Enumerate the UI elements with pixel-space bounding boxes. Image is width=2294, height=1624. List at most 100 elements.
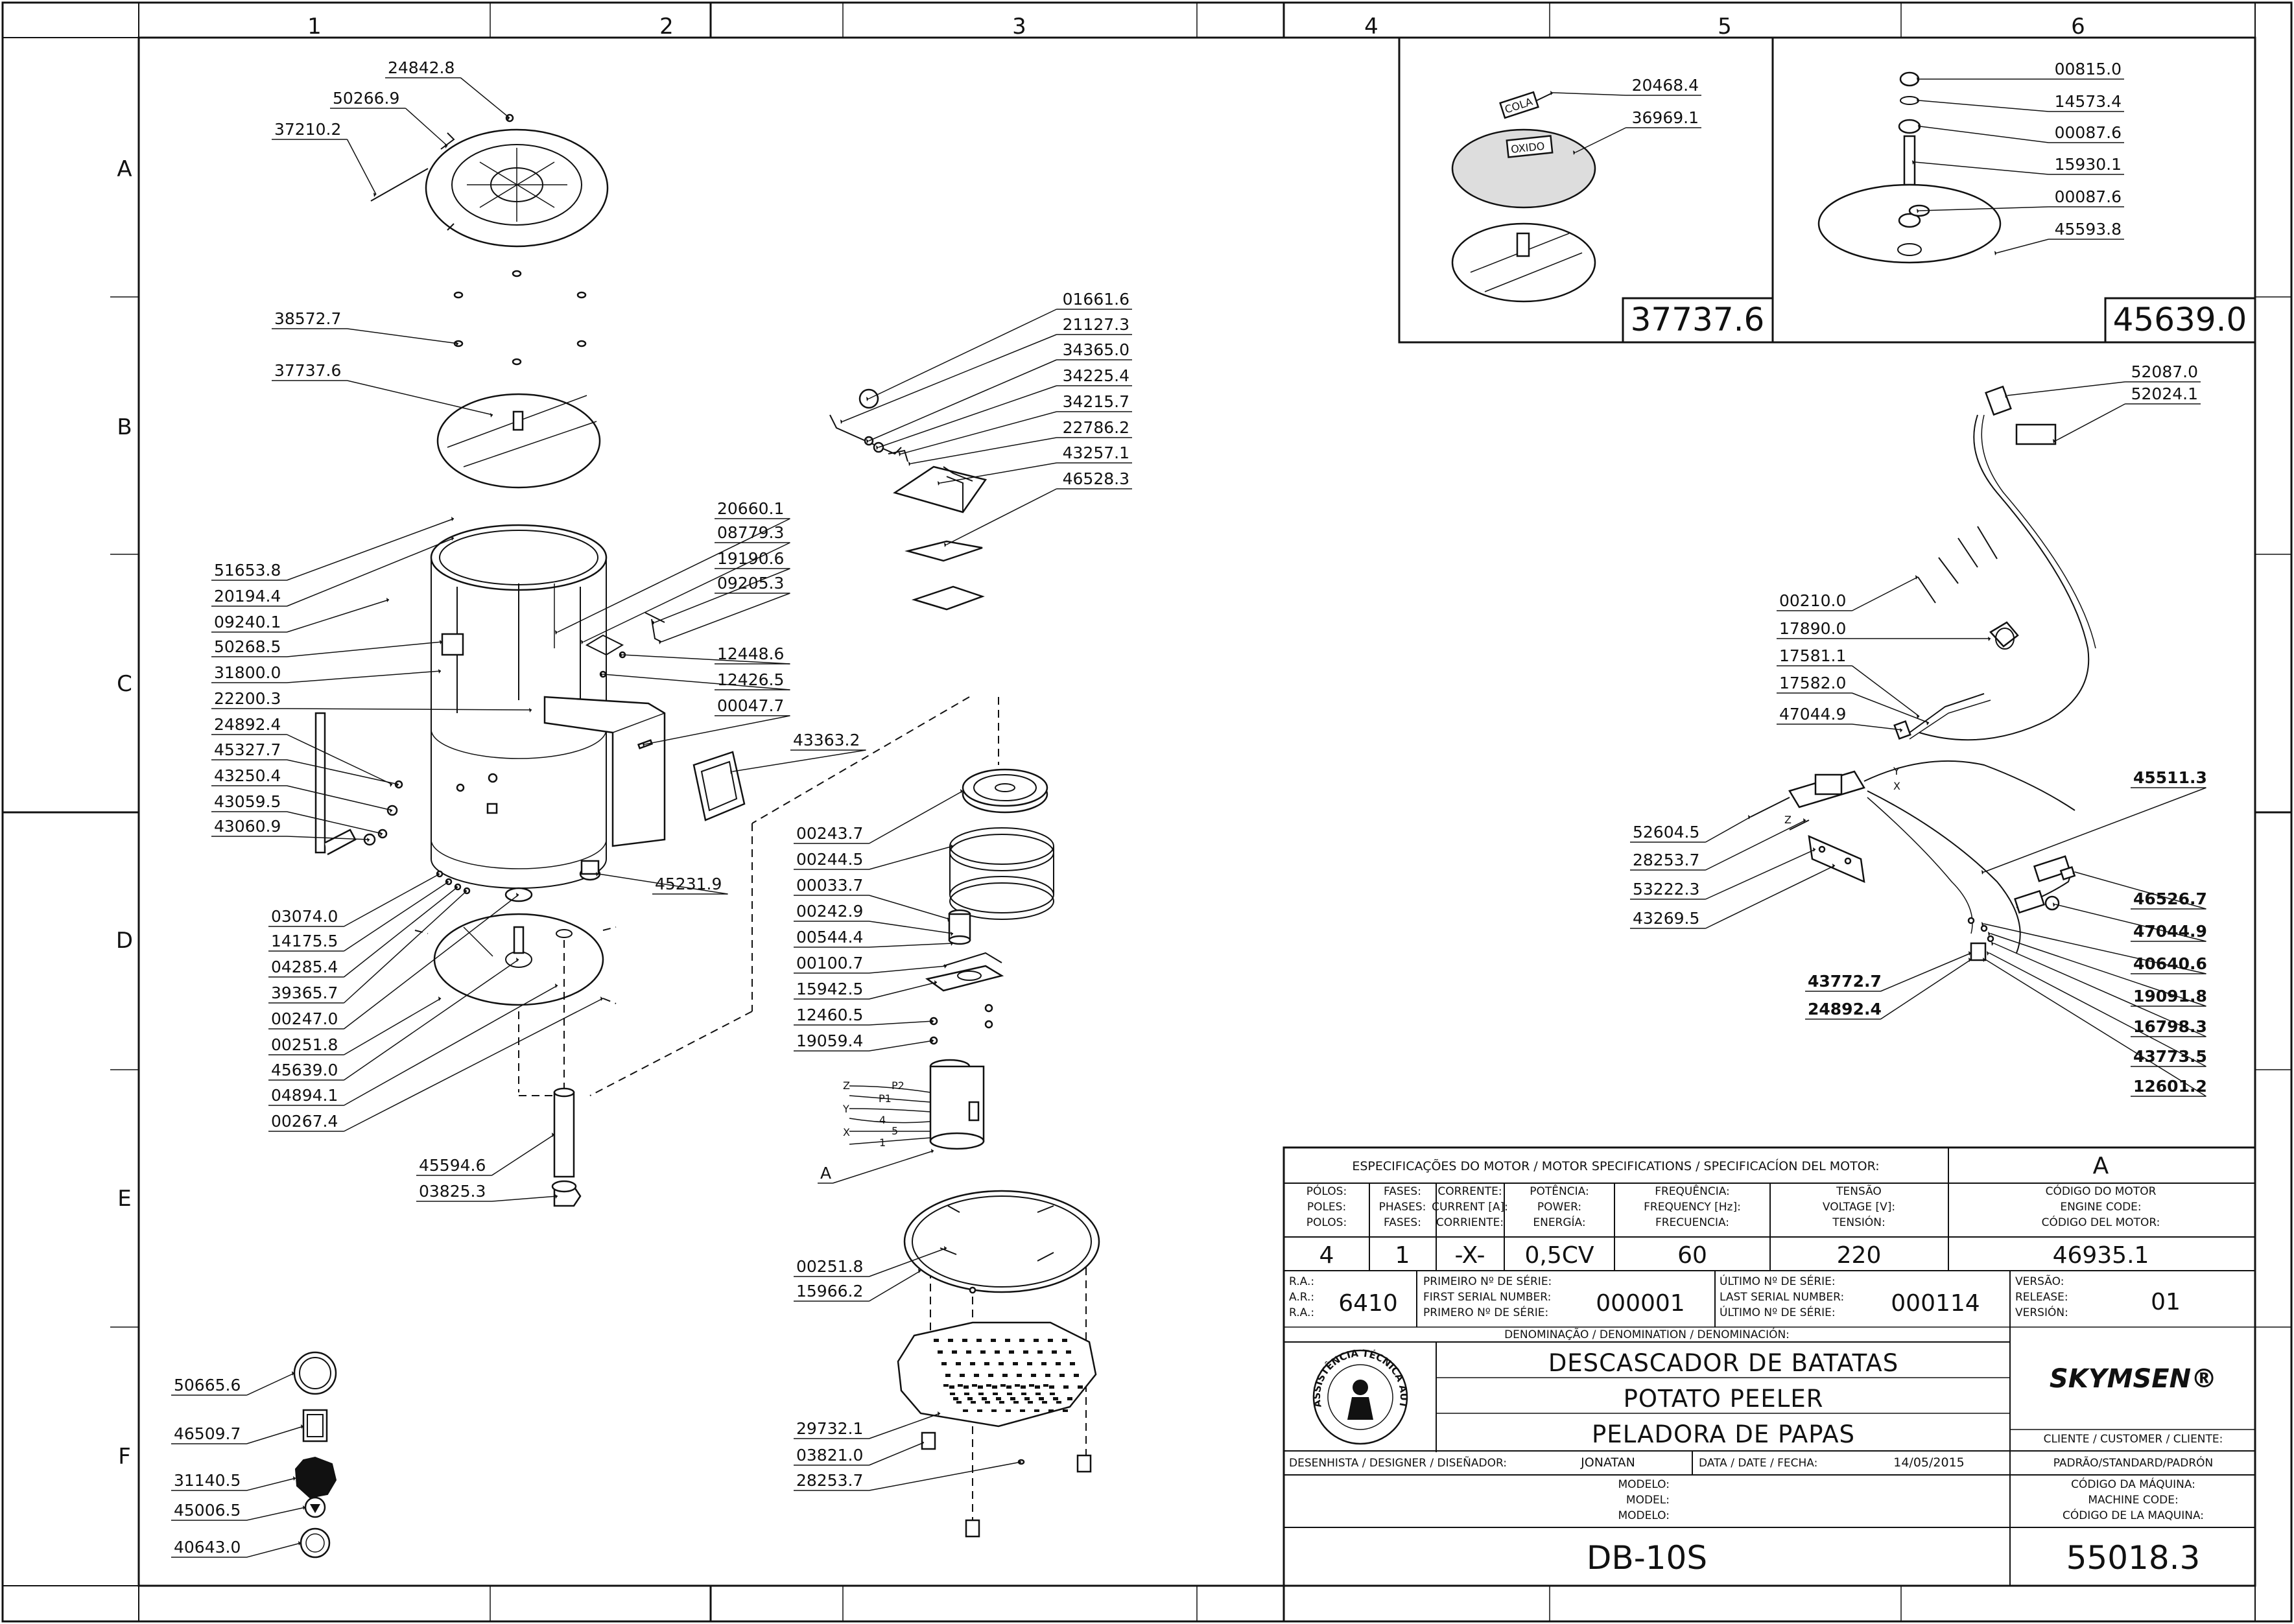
leader-line xyxy=(247,1478,296,1490)
row-label: A xyxy=(117,156,132,182)
machine-code-value: 55018.3 xyxy=(2066,1539,2201,1577)
part-number-label: 47044.9 xyxy=(1779,705,1846,724)
leader-arrow xyxy=(659,640,661,644)
leader-arrow xyxy=(292,1371,294,1376)
part-number-label: 45006.5 xyxy=(174,1501,241,1520)
ra-label: R.A.: xyxy=(1289,1306,1314,1319)
leader-line xyxy=(869,846,954,869)
perforation xyxy=(1010,1397,1015,1400)
spec-label: POLOS: xyxy=(1307,1216,1347,1229)
perforation xyxy=(970,1362,975,1365)
part-number-label: 28253.7 xyxy=(1633,851,1699,869)
lid-part xyxy=(371,115,608,246)
svg-text:ASSISTÊNCIA TÉCNICA AUTORIZADA: ASSISTÊNCIA TÉCNICA AUTORIZADA xyxy=(0,0,1410,1409)
leader-line xyxy=(869,895,951,919)
version-label: RELEASE: xyxy=(2015,1291,2068,1304)
perforation xyxy=(953,1397,958,1400)
part-number-label: 03074.0 xyxy=(271,907,338,926)
first-serial-label: PRIMEIRO Nº DE SÉRIE: xyxy=(1423,1274,1552,1288)
leader-arrow xyxy=(921,1441,924,1445)
leader-line xyxy=(348,139,377,194)
part-number-label: 12460.5 xyxy=(796,1006,863,1024)
part-number-label: 28253.7 xyxy=(796,1471,863,1490)
perforation xyxy=(982,1397,987,1400)
leader-arrow xyxy=(938,481,940,486)
leader-arrow xyxy=(303,1505,305,1510)
perforation xyxy=(1049,1385,1054,1389)
part-number-label: 52604.5 xyxy=(1633,823,1699,841)
part-number-label: 00242.9 xyxy=(796,902,863,921)
perforation xyxy=(1045,1374,1050,1377)
pins-part xyxy=(455,271,585,364)
part-number-label: 37737.6 xyxy=(274,361,341,380)
part-number-label: 53222.3 xyxy=(1633,880,1699,899)
leader-arrow xyxy=(373,193,376,197)
part-number-label: 34225.4 xyxy=(1063,366,1129,385)
part-number-label: 21127.3 xyxy=(1063,315,1129,334)
part-number-label: 52024.1 xyxy=(2131,384,2198,403)
part-number-label: 43059.5 xyxy=(214,792,281,811)
pulley-part xyxy=(950,770,1054,919)
sheet-frame xyxy=(3,3,2291,1621)
perforation xyxy=(996,1397,1001,1400)
perforation xyxy=(1053,1397,1058,1400)
leader-line xyxy=(1997,239,2049,253)
perforation xyxy=(948,1339,953,1342)
part-number-label: 19059.4 xyxy=(796,1031,863,1050)
leader-line xyxy=(1984,924,2206,974)
leader-arrow xyxy=(490,413,493,418)
part-number-label: 00247.0 xyxy=(271,1009,338,1028)
leader-arrow xyxy=(951,941,953,946)
machine-code-label: CÓDIGO DA MÁQUINA: xyxy=(2071,1477,2195,1491)
leader-line xyxy=(1915,162,2049,174)
leader-arrow xyxy=(451,517,454,521)
perforation xyxy=(1034,1409,1039,1412)
perforation xyxy=(1063,1385,1069,1389)
spec-value: 4 xyxy=(1319,1242,1334,1269)
perforation xyxy=(1063,1409,1068,1412)
motor-wire-letter: X xyxy=(843,1126,850,1138)
leader-arrow xyxy=(934,980,937,985)
perforation xyxy=(1048,1409,1054,1412)
leader-line xyxy=(344,959,519,1080)
leader-arrow xyxy=(555,1194,558,1199)
perforation xyxy=(1039,1397,1044,1400)
part-number-label: 46526.7 xyxy=(2133,889,2207,908)
designer-value: JONATAN xyxy=(1580,1455,1635,1470)
part-number-label: 43060.9 xyxy=(214,817,281,836)
leader-arrow xyxy=(2072,870,2075,875)
perforation xyxy=(1034,1339,1039,1342)
perforation xyxy=(991,1339,996,1342)
part-number-label: 50268.5 xyxy=(214,637,281,656)
part-number-label: 17581.1 xyxy=(1779,646,1846,665)
part-number-label: 00815.0 xyxy=(2055,60,2122,78)
perforation xyxy=(1052,1350,1057,1354)
part-number-label: 17890.0 xyxy=(1779,619,1846,638)
leader-line xyxy=(1706,817,1751,842)
leader-arrow xyxy=(529,708,532,712)
sticker-parts xyxy=(294,1352,336,1557)
grid-row-labels: A B C D E F xyxy=(116,156,133,1470)
leader-arrow xyxy=(620,653,622,657)
spec-label: TENSÃO xyxy=(1836,1184,1882,1198)
brand-logo: SKYMSEN® xyxy=(2050,1364,2217,1394)
leader-line xyxy=(1989,953,2206,1066)
leader-arrow xyxy=(931,1039,934,1043)
part-number-label: 43269.5 xyxy=(1633,909,1699,928)
leader-arrow xyxy=(516,893,519,897)
leader-arrow xyxy=(507,116,510,121)
part-number-label: 46528.3 xyxy=(1063,469,1129,488)
leader-line xyxy=(869,1248,947,1277)
leader-line xyxy=(344,985,558,1105)
part-number-label: 43772.7 xyxy=(1808,972,1882,991)
hub-stack-part xyxy=(927,910,1002,1044)
part-number-label: 15966.2 xyxy=(796,1282,863,1300)
leader-line xyxy=(598,874,728,894)
spec-label: FREQUENCY [Hz]: xyxy=(1644,1201,1741,1214)
part-number-label: 12426.5 xyxy=(717,670,784,689)
part-number-label: 45327.7 xyxy=(214,740,281,759)
leader-arrow xyxy=(367,838,370,842)
version-label: VERSÃO: xyxy=(2015,1274,2064,1288)
part-number-label: 52087.0 xyxy=(2131,362,2198,381)
